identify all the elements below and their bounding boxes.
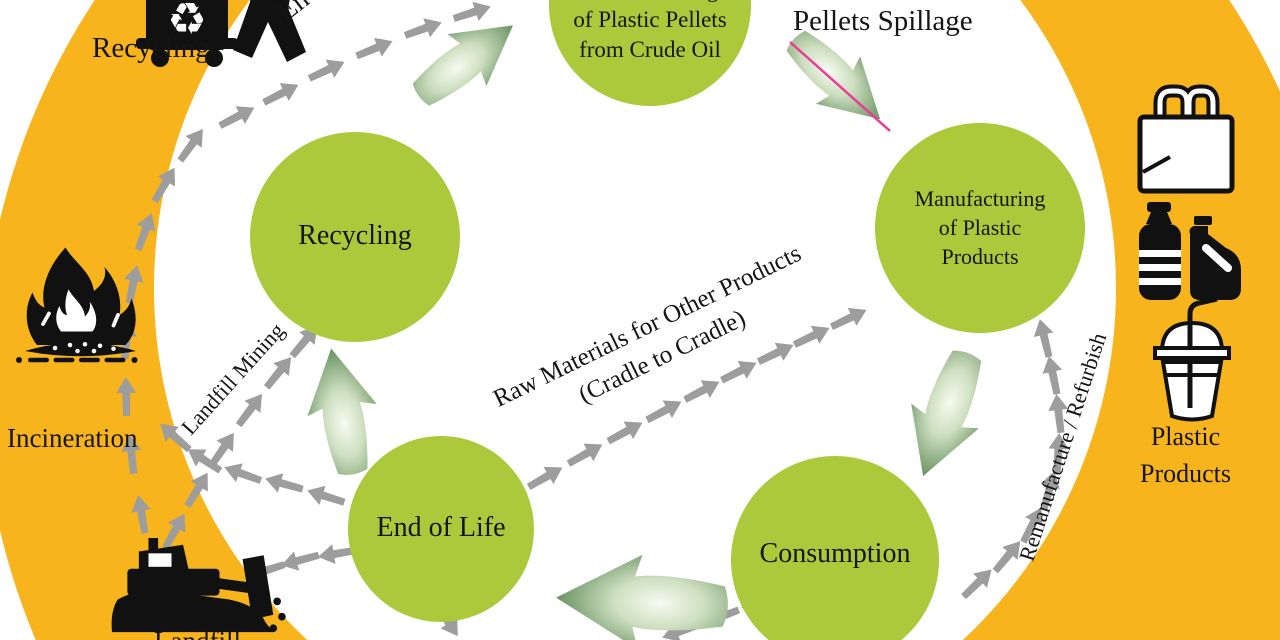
node-manufacturing-label: Manufacturing of Plastic Products	[914, 186, 1046, 269]
node-consumption-circle	[731, 456, 939, 640]
node-endoflife-circle	[348, 436, 534, 622]
node-recycling-label: Recycling	[298, 220, 412, 251]
incineration-label: Incineration	[7, 423, 138, 453]
node-recycling-circle	[250, 132, 460, 342]
drink-cup-icon	[1153, 296, 1231, 422]
recycle-symbol: ♻	[167, 0, 206, 44]
person-icon	[233, 0, 306, 62]
node-pellets-circle	[549, 0, 751, 106]
bottles-icon	[1139, 202, 1241, 300]
node-manufacturing-circle	[875, 123, 1085, 333]
node-pellets-label: Manufacturing of Plastic Pellets from Cr…	[573, 0, 727, 62]
node-endoflife-label: End of Life	[376, 512, 506, 543]
pink-artifact-line	[789, 41, 891, 132]
recycling-station-label: Recycling	[92, 32, 210, 64]
landfill-label: Landfill	[115, 626, 280, 640]
plastic-products-label: Plastic Products	[1140, 422, 1231, 488]
bonfire-icon	[16, 247, 138, 363]
node-consumption-label: Consumption	[759, 538, 911, 569]
bulldozer-icon	[111, 538, 286, 633]
shopping-bag-icon	[1137, 84, 1235, 194]
cycle-nodes	[250, 0, 1085, 640]
pellets-spillage-label: Pellets Spillage	[793, 5, 973, 37]
recycle-bin-icon: ♻	[136, 0, 238, 67]
